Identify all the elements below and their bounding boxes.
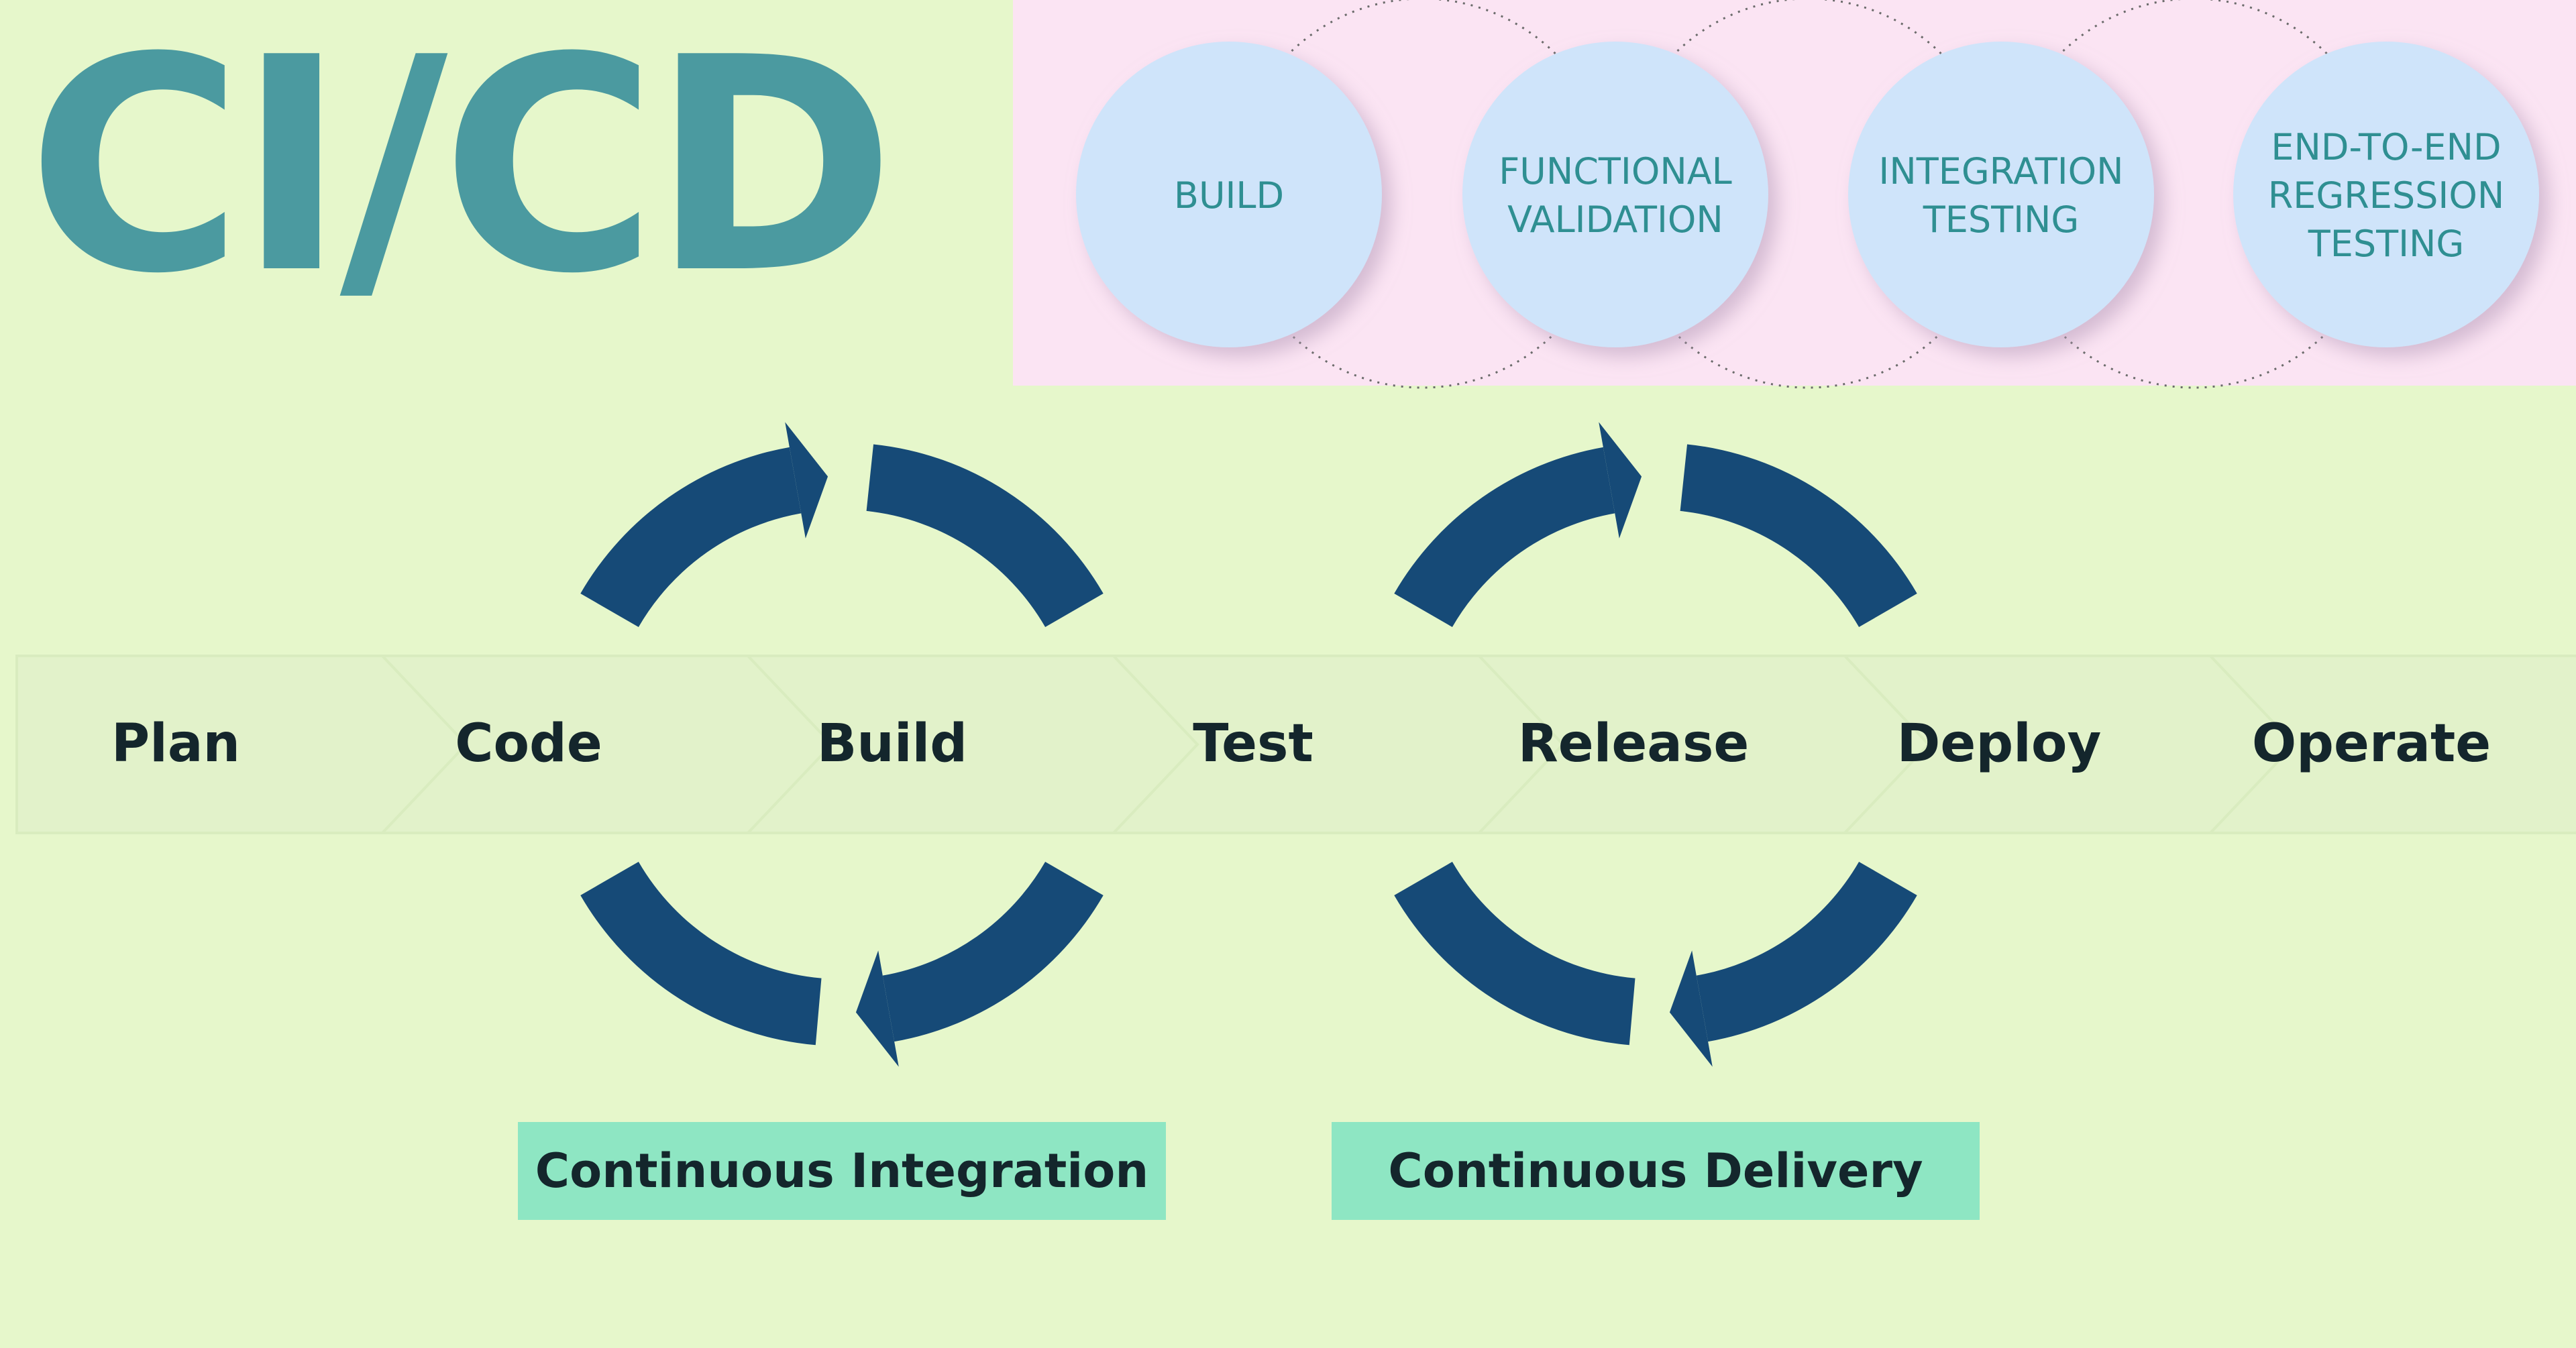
arrowhead-top-left xyxy=(785,422,828,539)
ci-badge-box xyxy=(518,1122,1166,1220)
chevron-plan xyxy=(15,655,468,834)
logo-text: CI/CD xyxy=(27,0,889,338)
cd-loop-arrows xyxy=(1394,422,1917,1067)
pipeline-chevrons xyxy=(15,655,2576,834)
stage-label-test: Test xyxy=(1193,714,1313,774)
loop-arc-top-right xyxy=(1680,444,1917,627)
test-stage-circle xyxy=(1076,42,1382,347)
ci-loop-arrows xyxy=(580,422,1104,1067)
loop-arc-top-left xyxy=(580,447,802,627)
test-stage-circle xyxy=(1462,42,1768,347)
stage-label-plan: Plan xyxy=(111,714,240,774)
loop-arc-bottom-left xyxy=(1394,862,1635,1046)
chevron-operate xyxy=(2207,655,2576,834)
test-stage-circle xyxy=(1848,42,2154,347)
test-stage-3: INTEGRATION TESTING xyxy=(1848,42,2154,347)
cd-badge-label: Continuous Delivery xyxy=(1388,1143,1923,1198)
stage-label-build: Build xyxy=(817,714,967,774)
test-stage-2: FUNCTIONAL VALIDATION xyxy=(1462,42,1768,347)
test-stage-label: REGRESSION xyxy=(2268,174,2505,217)
loop-arc-top-right xyxy=(866,444,1104,627)
loop-arc-top-left xyxy=(1394,447,1615,627)
ci-badge-label: Continuous Integration xyxy=(535,1143,1148,1198)
test-stage-label: END-TO-END xyxy=(2271,126,2501,168)
loop-arc-bottom-right xyxy=(882,862,1104,1042)
loop-arrows xyxy=(580,422,1917,1067)
cd-badge-box xyxy=(1332,1122,1980,1220)
arrowhead-bottom-right xyxy=(855,950,899,1067)
loop-arc-bottom-left xyxy=(580,862,822,1046)
continuous-integration-badge: Continuous Integration xyxy=(518,1122,1166,1220)
test-stage-label: TESTING xyxy=(2308,223,2465,265)
test-stage-circle xyxy=(2233,42,2539,347)
pipeline-stage-labels: Plan Code Build Test Release Deploy Operate xyxy=(111,714,2491,774)
stage-label-operate: Operate xyxy=(2252,714,2491,774)
test-stage-label: INTEGRATION xyxy=(1878,150,2123,192)
test-stage-label: BUILD xyxy=(1174,174,1284,217)
test-stage-4: END-TO-END REGRESSION TESTING xyxy=(2233,42,2539,347)
test-stage-1: BUILD xyxy=(1076,42,1382,347)
stage-label-deploy: Deploy xyxy=(1897,714,2102,774)
loop-arc-bottom-right xyxy=(1696,862,1917,1042)
stage-label-release: Release xyxy=(1518,714,1750,774)
stage-label-code: Code xyxy=(455,714,602,774)
continuous-delivery-badge: Continuous Delivery xyxy=(1332,1122,1980,1220)
test-stages-panel: BUILD FUNCTIONAL VALIDATION INTEGRATION TEST… xyxy=(1013,0,2576,389)
arrowhead-bottom-right xyxy=(1669,950,1713,1067)
test-stage-label: FUNCTIONAL xyxy=(1499,150,1732,192)
arrowhead-top-left xyxy=(1599,422,1642,539)
test-stage-label: VALIDATION xyxy=(1507,199,1723,241)
test-stage-label: TESTING xyxy=(1923,199,2080,241)
